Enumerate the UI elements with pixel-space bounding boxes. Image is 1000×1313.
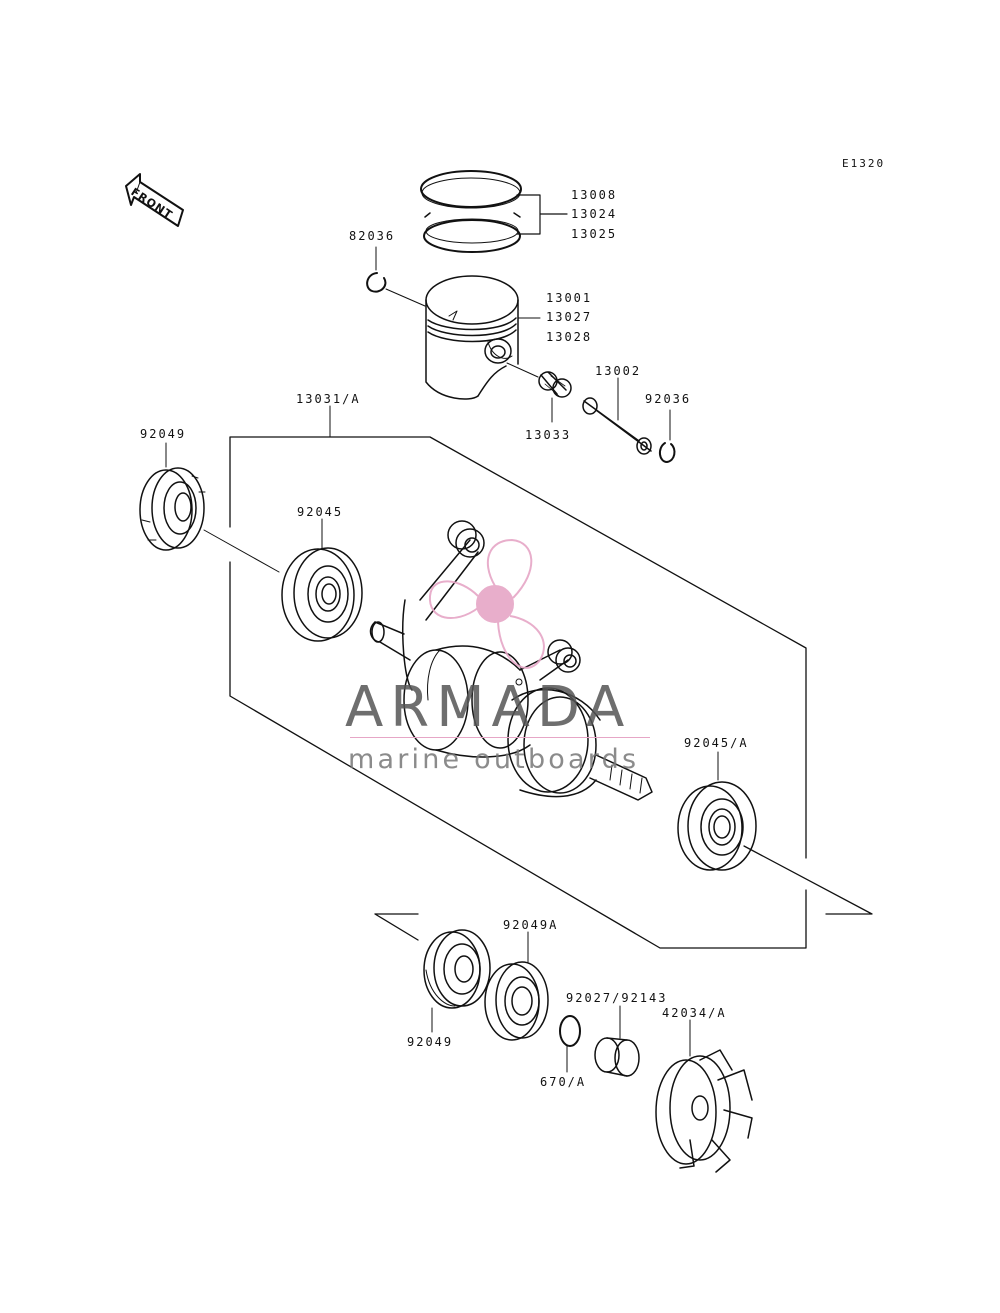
collar-part: [594, 1037, 640, 1077]
part-label-92049a[interactable]: 92049A: [503, 918, 559, 932]
part-label-92045a[interactable]: 92045/A: [684, 736, 749, 750]
bearing-left-part: [281, 547, 363, 642]
circlip-top-part: [366, 272, 387, 293]
part-label-13024[interactable]: 13024: [571, 207, 618, 221]
bearing-bottom-part: [484, 961, 549, 1041]
o-ring-part: [559, 1015, 581, 1047]
coupling-part: [655, 1049, 753, 1173]
crankshaft-part: [369, 520, 653, 801]
part-label-13008[interactable]: 13008: [571, 188, 618, 202]
crankshaft-assembly-outline: [229, 436, 807, 949]
part-label-13027[interactable]: 13027: [546, 310, 593, 324]
watermark-title: ARMADA: [345, 675, 632, 740]
part-label-92027-92143[interactable]: 92027/92143: [566, 991, 668, 1005]
circlip-right-part: [659, 442, 676, 463]
part-label-42034a[interactable]: 42034/A: [662, 1006, 727, 1020]
oil-seal-bottom-part: [423, 929, 491, 1009]
armada-emblem-icon: [428, 538, 545, 669]
part-label-92049-left[interactable]: 92049: [140, 427, 187, 441]
part-label-13033[interactable]: 13033: [525, 428, 572, 442]
piston-part: [425, 275, 519, 400]
diagram-code: E1320: [842, 157, 886, 170]
watermark-divider: [350, 737, 650, 738]
needle-bearing-part: [538, 371, 572, 398]
part-label-13031a[interactable]: 13031/A: [296, 392, 361, 406]
front-arrow-icon: [125, 173, 184, 227]
oil-seal-left-part: [139, 467, 206, 551]
bearing-right-part: [677, 781, 757, 871]
part-label-13025[interactable]: 13025: [571, 227, 618, 241]
part-label-92045[interactable]: 92045: [297, 505, 344, 519]
ring-bracket: [516, 194, 568, 235]
part-label-92049-bottom[interactable]: 92049: [407, 1035, 454, 1049]
watermark-subtitle: marine outboards: [348, 744, 640, 775]
part-label-13001[interactable]: 13001: [546, 291, 593, 305]
part-label-13028[interactable]: 13028: [546, 330, 593, 344]
piston-rings-part: [420, 170, 522, 253]
part-label-82036[interactable]: 82036: [349, 229, 396, 243]
part-label-92036[interactable]: 92036: [645, 392, 692, 406]
part-label-13002[interactable]: 13002: [595, 364, 642, 378]
part-label-670a[interactable]: 670/A: [540, 1075, 587, 1089]
piston-pin-part: [582, 397, 652, 455]
